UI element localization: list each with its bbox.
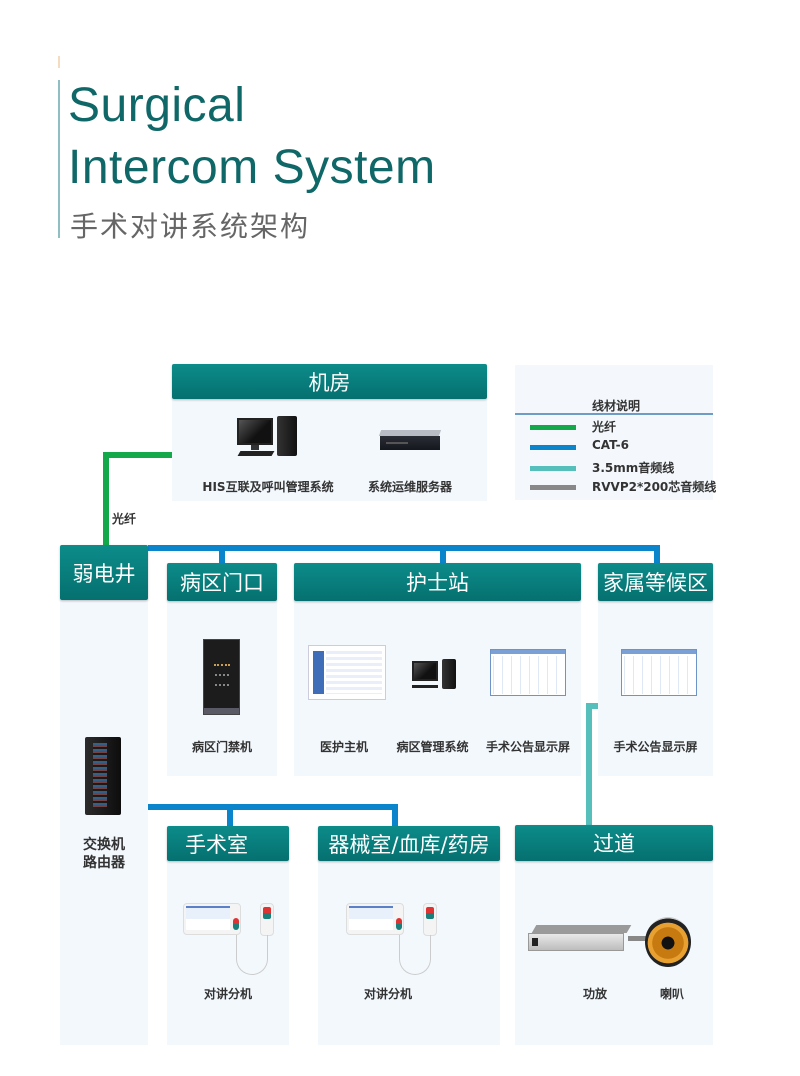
fiber-line-horizontal (103, 452, 173, 458)
device-label: HIS互联及呼叫管理系统 (202, 480, 334, 494)
cat6-bus-top (148, 545, 660, 551)
ward-entrance-header: 病区门口 (167, 563, 277, 601)
device-label: 手术公告显示屏 (485, 740, 570, 754)
audio-line-vertical (586, 703, 592, 825)
title-english-line1: Surgical (68, 79, 246, 132)
announcement-display-icon (490, 649, 566, 696)
legend-item-label: RVVP2*200芯音频线 (592, 480, 717, 494)
speaker-icon (645, 917, 691, 967)
weak-shaft-panel (60, 600, 148, 1045)
announcement-display-icon (621, 649, 697, 696)
network-cabinet-icon (85, 737, 121, 815)
device-label: 系统运维服务器 (367, 480, 452, 494)
cat6-drop-family-waiting (654, 545, 660, 563)
desktop-computer-icon (412, 659, 457, 691)
device-label: 路由器 (83, 855, 125, 871)
machine-room-panel (172, 399, 487, 501)
legend-panel (515, 365, 713, 500)
weak-shaft-header: 弱电井 (60, 545, 148, 600)
legend-title: 线材说明 (592, 399, 641, 413)
amplifier-icon (528, 925, 633, 957)
machine-room-header: 机房 (172, 364, 487, 399)
device-label: 交换机 (83, 837, 125, 853)
device-label: 病区门禁机 (191, 740, 252, 754)
device-label: 对讲分机 (203, 987, 252, 1001)
title-chinese: 手术对讲系统架构 (70, 210, 311, 243)
title-english-line2: Intercom System (68, 141, 436, 194)
teal-line-icon (530, 466, 576, 471)
rvvp-audio-line (628, 936, 650, 941)
rack-server-icon (378, 430, 442, 456)
intercom-extension-icon (183, 903, 278, 978)
cat6-drop-ward-entrance (219, 545, 225, 563)
family-waiting-header: 家属等候区 (598, 563, 713, 601)
corridor-header: 过道 (515, 825, 713, 861)
blue-line-icon (530, 445, 576, 450)
equipment-room-header: 器械室/血库/药房 (318, 826, 500, 861)
legend-item-label: 光纤 (592, 420, 617, 434)
equipment-room-panel (318, 861, 500, 1045)
legend-divider (515, 413, 713, 415)
fiber-line-vertical (103, 452, 109, 547)
fiber-label: 光纤 (112, 512, 137, 526)
cat6-bus-bottom (148, 804, 398, 810)
device-label: 功放 (582, 987, 607, 1001)
nurse-master-station-icon (308, 645, 386, 700)
cat6-drop-operating-room (227, 804, 233, 826)
device-label: 病区管理系统 (396, 740, 469, 754)
device-label: 对讲分机 (363, 987, 412, 1001)
title-accent-bar (58, 80, 60, 238)
operating-room-panel (167, 861, 289, 1045)
audio-line-hook (586, 703, 598, 709)
device-label: 医护主机 (319, 740, 368, 754)
desktop-computer-icon (237, 416, 299, 458)
legend-item-label: CAT-6 (592, 438, 629, 452)
nurse-station-header: 护士站 (294, 563, 581, 601)
cat6-drop-equipment-room (392, 804, 398, 826)
title-accent-mark (58, 56, 60, 68)
operating-room-header: 手术室 (167, 826, 289, 861)
cat6-drop-nurse-station (440, 545, 446, 563)
intercom-extension-icon (346, 903, 441, 978)
device-label: 手术公告显示屏 (613, 740, 698, 754)
device-label: 喇叭 (659, 987, 684, 1001)
access-control-panel-icon (203, 639, 240, 715)
gray-line-icon (530, 485, 576, 490)
green-line-icon (530, 425, 576, 430)
legend-item-label: 3.5mm音频线 (592, 461, 675, 475)
